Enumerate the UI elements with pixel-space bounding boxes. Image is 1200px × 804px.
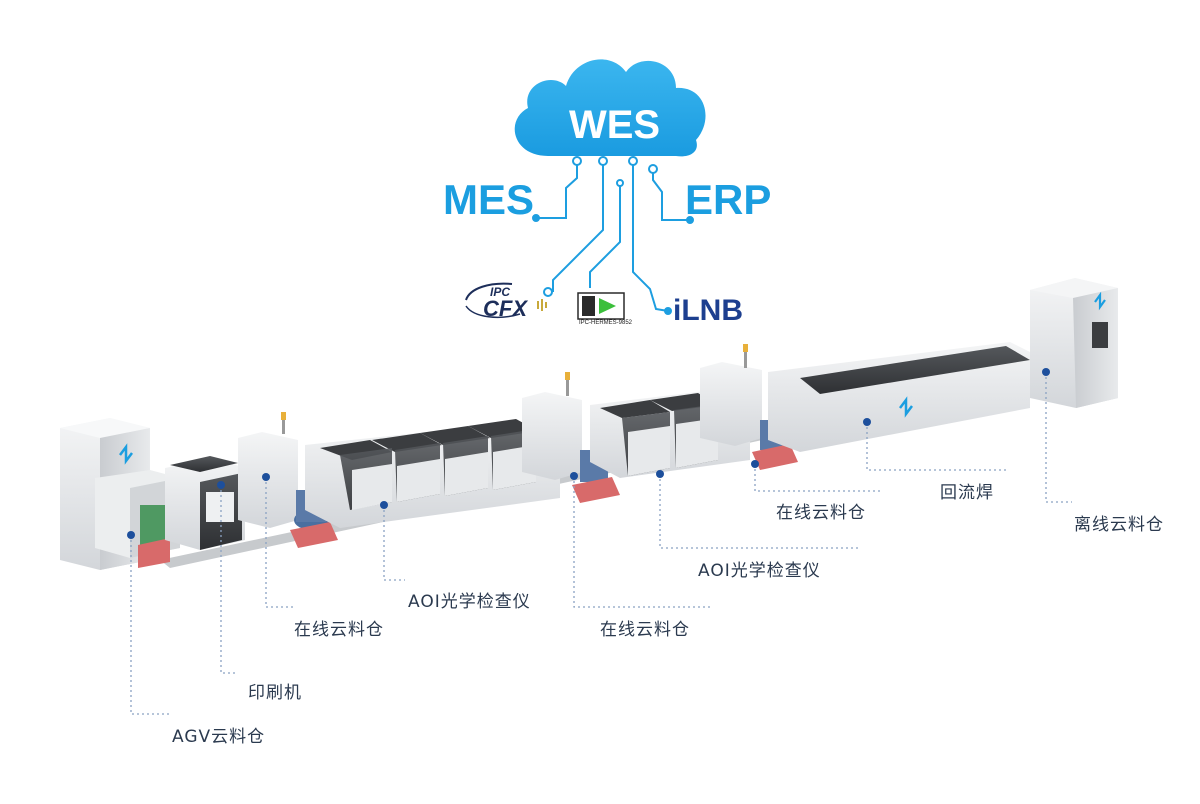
erp-label: ERP	[685, 176, 772, 223]
wes-cloud	[514, 59, 706, 157]
callout-dots	[127, 368, 1050, 539]
cfx-main-text: CFX	[483, 296, 527, 321]
callout-printer: 印刷机	[248, 683, 302, 703]
placement-modules-1	[305, 419, 560, 528]
callout-agv-storage: AGV云料仓	[172, 727, 266, 747]
reflow-oven	[768, 342, 1030, 452]
hermes-caption: IPC-HERMES-9852	[579, 320, 633, 326]
callout-reflow: 回流焊	[940, 483, 994, 503]
printer-machine	[165, 456, 245, 550]
connector-nodes	[532, 156, 694, 315]
callout-inline-storage-1: 在线云料仓	[294, 620, 384, 640]
callout-inline-storage-3: 在线云料仓	[776, 503, 866, 523]
callout-inline-storage-2: 在线云料仓	[600, 620, 690, 640]
mes-label: MES	[443, 176, 535, 223]
callout-aoi-2: AOI光学检查仪	[698, 561, 821, 581]
cfx-ipc-text: IPC	[490, 285, 511, 299]
wes-label: WES	[569, 103, 661, 147]
callout-leaders	[130, 372, 1072, 715]
inline-storage-3	[700, 344, 798, 470]
offline-storage-machine	[1030, 278, 1118, 408]
inline-storage-2	[522, 372, 620, 503]
callout-offline-storage: 离线云料仓	[1074, 515, 1164, 535]
agv-storage-machine	[60, 418, 180, 570]
ipc-cfx-logo	[465, 282, 547, 319]
cloud-connectors	[536, 162, 690, 312]
ilnb-label: iLNB	[673, 294, 743, 327]
callout-aoi-1: AOI光学检查仪	[408, 592, 531, 612]
ipc-hermes-logo	[577, 292, 625, 320]
